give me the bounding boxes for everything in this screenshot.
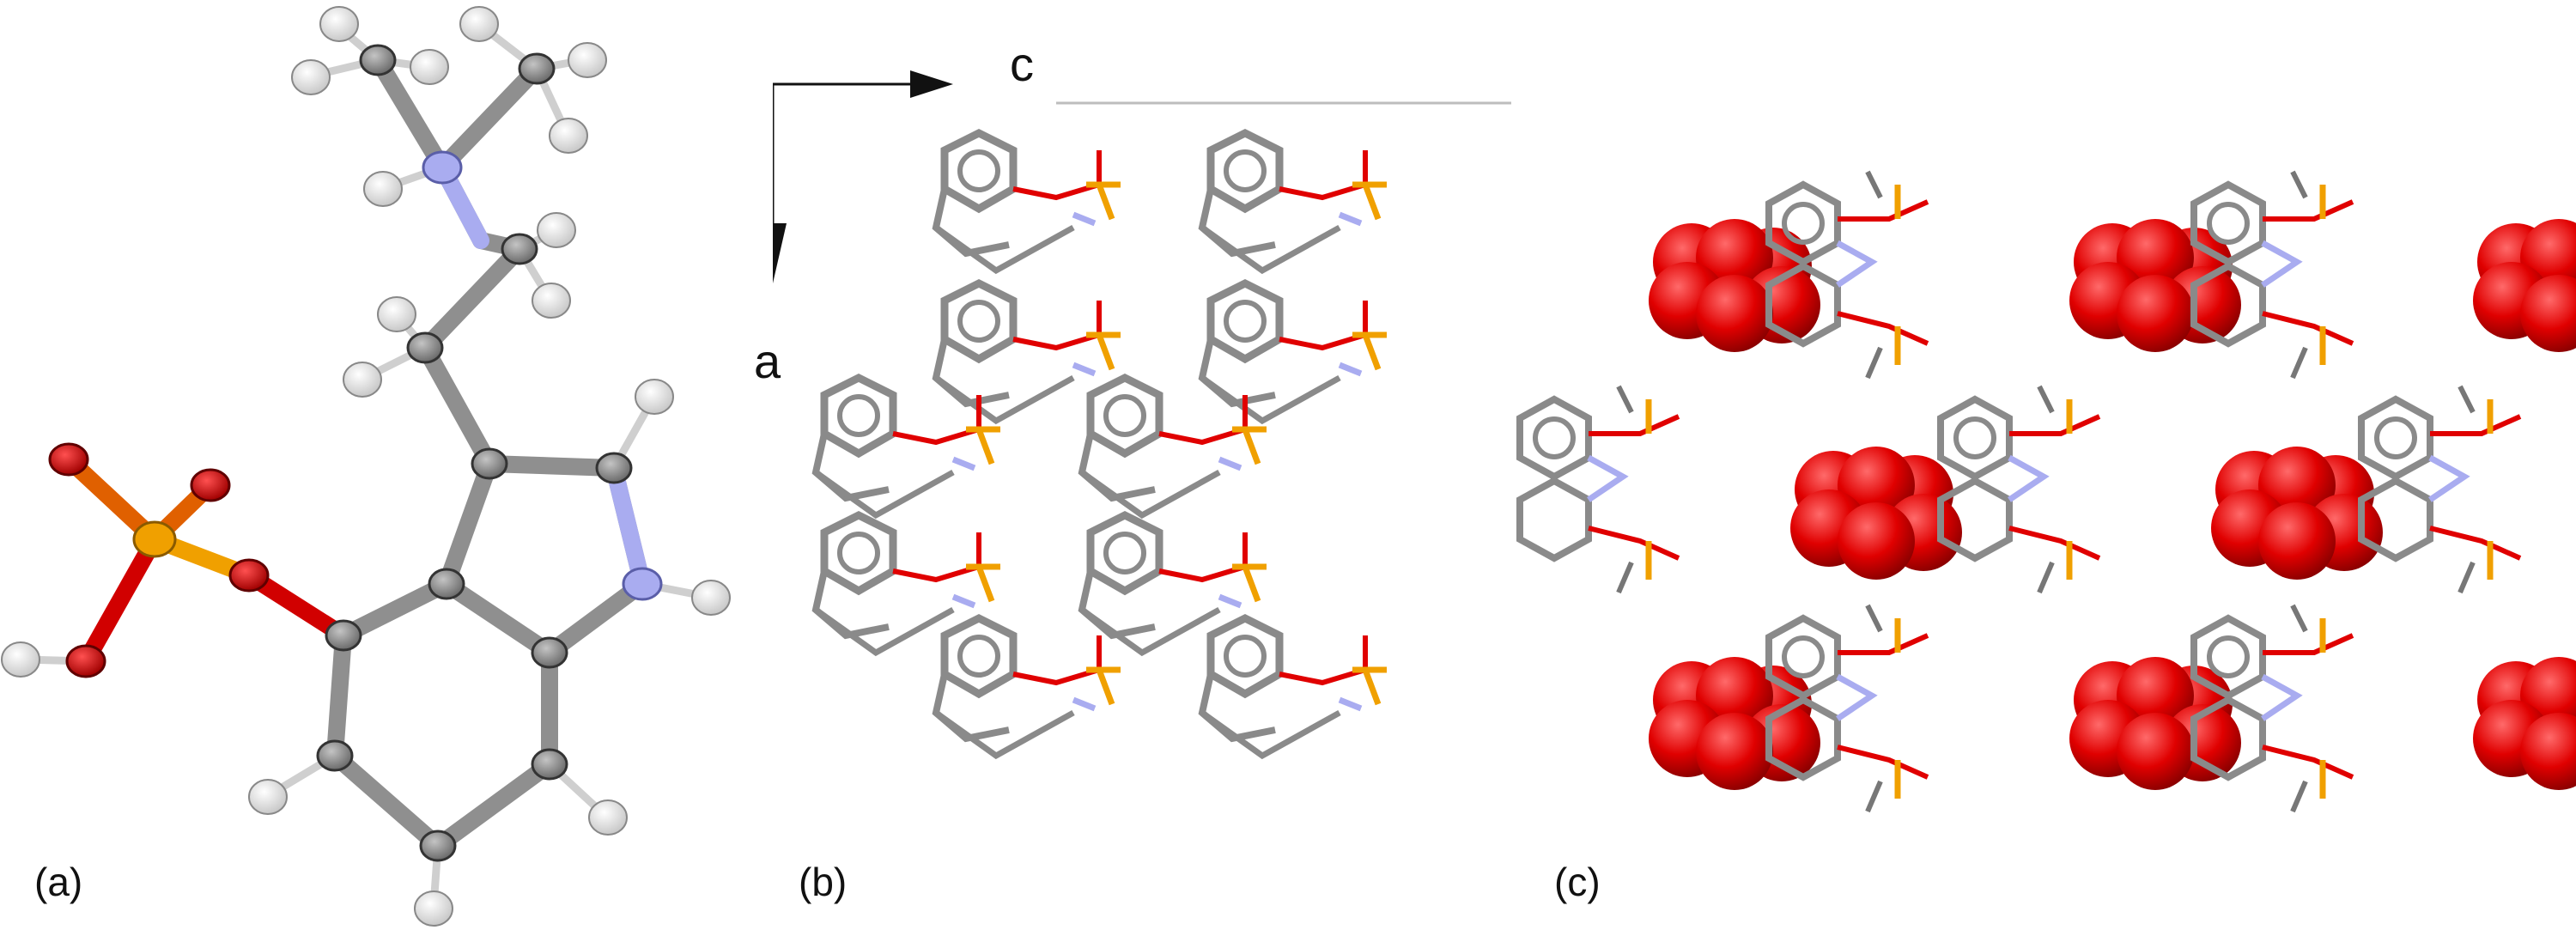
panel-label-a: (a) bbox=[34, 860, 83, 904]
molecule-atoms bbox=[1, 6, 731, 927]
panel-b-packing-view: c a (b) bbox=[754, 0, 1511, 930]
panel-c-packing-water-view: (c) bbox=[1511, 0, 2576, 930]
panel-label-b: (b) bbox=[799, 860, 848, 904]
crystal-packing-water-diagram bbox=[1511, 0, 2576, 930]
axis-arrows bbox=[773, 70, 1511, 283]
axis-c-arrowhead bbox=[910, 70, 953, 98]
water-sphere-clusters bbox=[1649, 219, 2576, 790]
molecule-stack-left bbox=[816, 133, 1121, 756]
panel-a-molecule-view: (a) bbox=[0, 0, 773, 930]
panel-label-c: (c) bbox=[1554, 860, 1601, 904]
ortep-molecule-diagram bbox=[1, 6, 731, 927]
molecule-stack-right bbox=[1082, 133, 1387, 756]
axis-a-label: a bbox=[754, 334, 781, 388]
axis-a-arrowhead bbox=[773, 223, 787, 283]
axis-c-label: c bbox=[1010, 37, 1034, 91]
crystal-packing-diagram bbox=[773, 70, 1511, 930]
